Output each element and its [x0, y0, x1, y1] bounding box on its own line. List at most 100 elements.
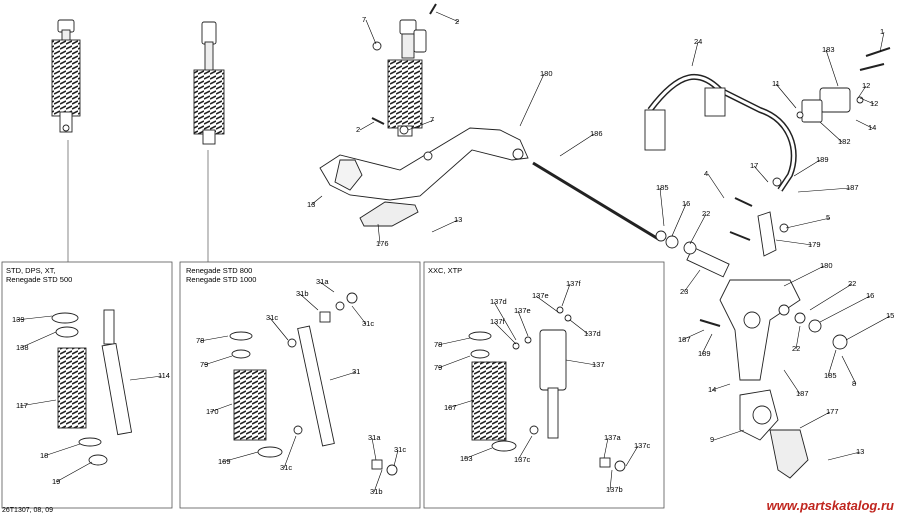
skid-plate-176: [359, 201, 419, 227]
shock-absorber-renegade-overview: [193, 21, 225, 262]
leader-line: [681, 329, 705, 341]
leader-line: [431, 219, 459, 233]
hardware-parts: [371, 3, 891, 350]
part-callout-180: 180: [820, 261, 833, 270]
leader-line: [809, 283, 853, 311]
lower-a-arm-right: [719, 279, 801, 381]
leader-line: [783, 369, 801, 395]
leader-line: [793, 159, 821, 177]
leader-line: [55, 461, 93, 483]
part-callout-78: 78: [434, 340, 442, 349]
leader-line: [43, 443, 81, 457]
leader-line: [209, 403, 233, 413]
shock-absorber-std-overview: [51, 19, 81, 262]
leader-line: [283, 435, 297, 469]
leader-line: [435, 11, 460, 23]
bracket-24: [644, 73, 797, 192]
part-callout-8: 8: [852, 379, 856, 388]
part-callout-9: 9: [710, 435, 714, 444]
part-callout-31: 31: [352, 367, 360, 376]
part-callout-185: 185: [656, 183, 669, 192]
leader-line: [691, 41, 699, 67]
part-callout-19: 19: [52, 477, 60, 486]
leader-line: [857, 85, 867, 99]
part-callout-1: 1: [880, 27, 884, 36]
part-callout-22: 22: [792, 344, 800, 353]
leader-line: [799, 411, 831, 429]
skid-plate-177: [769, 429, 809, 479]
part-callout-167: 167: [444, 403, 457, 412]
part-callout-11: 11: [772, 79, 780, 88]
leader-line: [19, 399, 57, 407]
part-callout-16: 16: [682, 199, 690, 208]
leader-line: [841, 355, 857, 385]
part-callout-7: 7: [362, 15, 366, 24]
part-callout-137d: 137d: [490, 297, 507, 306]
part-callout-2: 2: [455, 17, 459, 26]
figure-code: 26T1307, 08, 09: [2, 507, 53, 514]
lower-a-arm-left: [319, 127, 529, 201]
part-callout-31a: 31a: [316, 277, 329, 286]
leader-line: [825, 49, 839, 87]
part-callout-114: 114: [158, 371, 170, 380]
part-callout-137a: 137a: [604, 433, 622, 442]
part-callout-137f: 137f: [490, 317, 506, 326]
part-callout-187: 187: [678, 335, 691, 344]
part-callout-12: 12: [870, 99, 878, 108]
part-callout-137b: 137b: [606, 485, 623, 494]
leader-line: [711, 383, 731, 391]
part-callout-170: 170: [206, 407, 219, 416]
leader-line: [859, 97, 875, 105]
part-callout-31c: 31c: [266, 313, 278, 322]
part-callout-176: 176: [376, 239, 389, 248]
part-callout-79: 79: [434, 363, 442, 372]
part-callout-31c: 31c: [362, 319, 374, 328]
part-callout-139: 139: [12, 315, 25, 324]
leader-line: [565, 359, 597, 366]
leader-line: [310, 195, 323, 206]
box-renegade: [179, 261, 421, 509]
leader-line: [221, 451, 259, 463]
xxc-box-parts: [468, 306, 626, 472]
leader-line: [377, 223, 381, 245]
rod-186: [532, 161, 661, 242]
part-callout-23: 23: [680, 287, 688, 296]
leader-line: [689, 213, 707, 245]
part-callout-24: 24: [694, 37, 702, 46]
box-xxc: [423, 261, 665, 509]
part-callout-180: 180: [540, 69, 553, 78]
leader-line: [371, 437, 377, 461]
part-callout-22: 22: [702, 209, 710, 218]
box-title-line: STD, DPS, XT,: [6, 266, 56, 275]
part-callout-18: 18: [40, 451, 48, 460]
part-callout-187: 187: [796, 389, 809, 398]
part-callout-14: 14: [868, 123, 876, 132]
part-callout-138: 138: [16, 343, 29, 352]
leader-line: [775, 83, 797, 109]
part-callout-137d: 137d: [584, 329, 601, 338]
leader-line: [609, 469, 613, 491]
leader-line: [319, 281, 335, 293]
leader-line: [299, 293, 319, 311]
bracket-179: [757, 211, 777, 257]
leader-line: [795, 325, 801, 350]
part-callout-137: 137: [592, 360, 605, 369]
leader-line: [373, 469, 383, 493]
leader-line: [603, 437, 609, 459]
leader-line: [351, 305, 367, 325]
part-callout-183: 183: [822, 45, 835, 54]
leader-line: [19, 331, 57, 349]
part-callout-117: 117: [16, 401, 28, 410]
part-callout-189: 189: [698, 349, 711, 358]
box-title-std: STD, DPS, XT, Renegade STD 500: [6, 266, 72, 284]
part-callout-137c: 137c: [634, 441, 651, 450]
renegade-box-parts: [229, 292, 398, 476]
leader-line: [329, 371, 357, 381]
part-callout-17: 17: [750, 161, 758, 170]
box-std: [1, 261, 173, 509]
leader-line: [625, 445, 639, 467]
part-callout-16: 16: [866, 291, 874, 300]
part-callout-137c: 137c: [514, 455, 531, 464]
part-callout-4: 4: [704, 169, 708, 178]
